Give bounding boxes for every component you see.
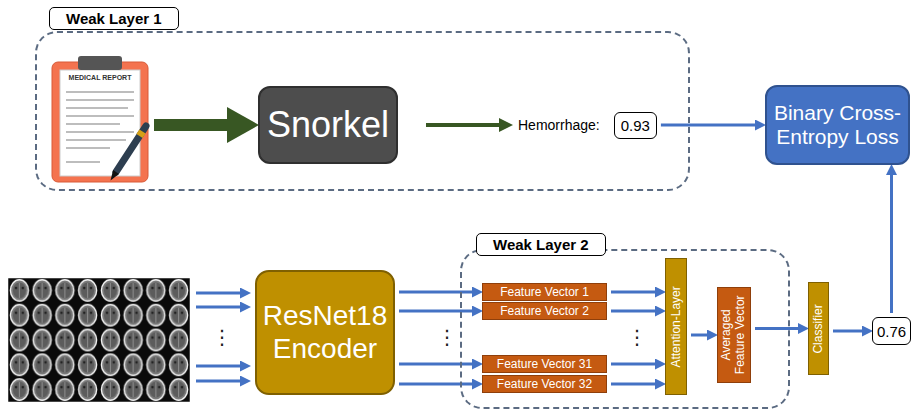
hemorrhage-score: Hemorrhage: 0.93 — [512, 109, 657, 141]
region-title: Weak Layer 1 — [49, 7, 179, 30]
ellipsis-mark: ⋮ — [212, 325, 232, 349]
feature-vector: Feature Vector 32 — [482, 375, 607, 393]
box-label: ResNet18 Encoder — [261, 300, 389, 364]
medical-report-icon: MEDICAL REPORT — [52, 56, 148, 182]
arrow-connector — [890, 175, 893, 313]
clipboard-board — [52, 62, 148, 182]
region-title: Weak Layer 2 — [476, 233, 606, 256]
paper-lines — [66, 92, 134, 162]
arrow-connector — [154, 119, 227, 131]
arrow-connector — [833, 330, 862, 333]
encoder-box: ResNet18 Encoder — [255, 270, 395, 395]
ellipsis-mark: ⋮ — [437, 325, 457, 349]
clipboard-icon — [52, 56, 148, 182]
clipboard-clip — [78, 56, 122, 70]
box-label: Feature Vector 2 — [500, 304, 589, 318]
score-value: 0.93 — [614, 112, 657, 139]
feature-vector: Feature Vector 31 — [482, 355, 607, 373]
feature-vector: Feature Vector 1 — [482, 283, 607, 301]
ellipsis-mark: ⋮ — [212, 325, 232, 349]
ellipsis-mark: ⋮ — [627, 325, 647, 349]
arrow-connector — [611, 383, 655, 386]
input-arrow — [196, 365, 240, 368]
weak-layer-region: Feature Vector 1 Feature Vector 2 Feature … — [460, 249, 790, 409]
arrow-connector — [611, 310, 655, 313]
box-label: 0.76 — [877, 323, 906, 340]
arrow-connector — [661, 124, 755, 127]
arrow-connector — [755, 327, 798, 330]
pen — [111, 126, 147, 180]
box-label: Feature Vector 1 — [500, 285, 589, 299]
arrow-connector — [426, 123, 499, 127]
averaged-feature-vector: Averaged Feature Vector — [717, 287, 751, 383]
loss-box: Binary Cross-Entropy Loss — [765, 85, 910, 165]
clipboard-paper — [60, 70, 140, 176]
snorkel-box: Snorkel — [258, 86, 398, 164]
ct-scan-grid — [8, 278, 190, 402]
arrow-connector — [611, 363, 655, 366]
box-label: Snorkel — [267, 104, 389, 146]
vertical-label: Averaged Feature Vector — [720, 291, 748, 379]
image-arrows — [196, 293, 240, 381]
feature-vector: Feature Vector 2 — [482, 302, 607, 320]
vertical-label: Attention-Layer — [669, 262, 683, 391]
attention-layer: Attention-Layer — [665, 258, 687, 395]
ct-slices — [8, 278, 190, 402]
weak-layer-region: MEDICAL REPORTSnorkelHemorrhage:0.93Weak… — [35, 31, 690, 191]
output-label: Hemorrhage: — [518, 117, 600, 133]
input-arrow — [196, 292, 240, 295]
arrow-connector — [611, 291, 655, 294]
ellipsis-mark: ⋮ — [627, 325, 647, 349]
classifier-box: Classifier — [808, 282, 829, 375]
box-label: Binary Cross-Entropy Loss — [771, 101, 904, 149]
box-label: Feature Vector 31 — [497, 357, 592, 371]
score-box: 0.76 — [872, 317, 911, 345]
input-arrow — [196, 306, 240, 309]
report-heading: MEDICAL REPORT — [69, 74, 132, 81]
box-label: Feature Vector 32 — [497, 377, 592, 391]
vertical-label: Classifier — [812, 286, 826, 371]
input-arrow — [196, 380, 240, 383]
ellipsis-mark: ⋮ — [437, 325, 457, 349]
arrow-connector — [691, 334, 707, 337]
